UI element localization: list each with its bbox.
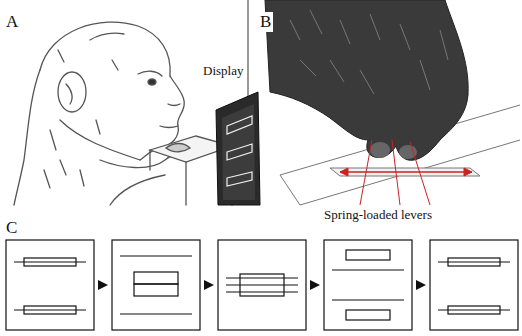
panel-letter: C (4, 218, 19, 238)
sequence-frames (6, 240, 518, 330)
sequence-arrows (98, 280, 426, 290)
display-monitor (216, 92, 260, 205)
monkey-sketch (14, 22, 232, 205)
panel-letter: A (4, 12, 20, 32)
lever-arrows (340, 140, 472, 205)
component-label: Spring-loaded levers (322, 208, 434, 223)
panel-letter: B (258, 12, 273, 32)
hand-sketch (265, 0, 468, 160)
component-label: Display (201, 64, 245, 79)
